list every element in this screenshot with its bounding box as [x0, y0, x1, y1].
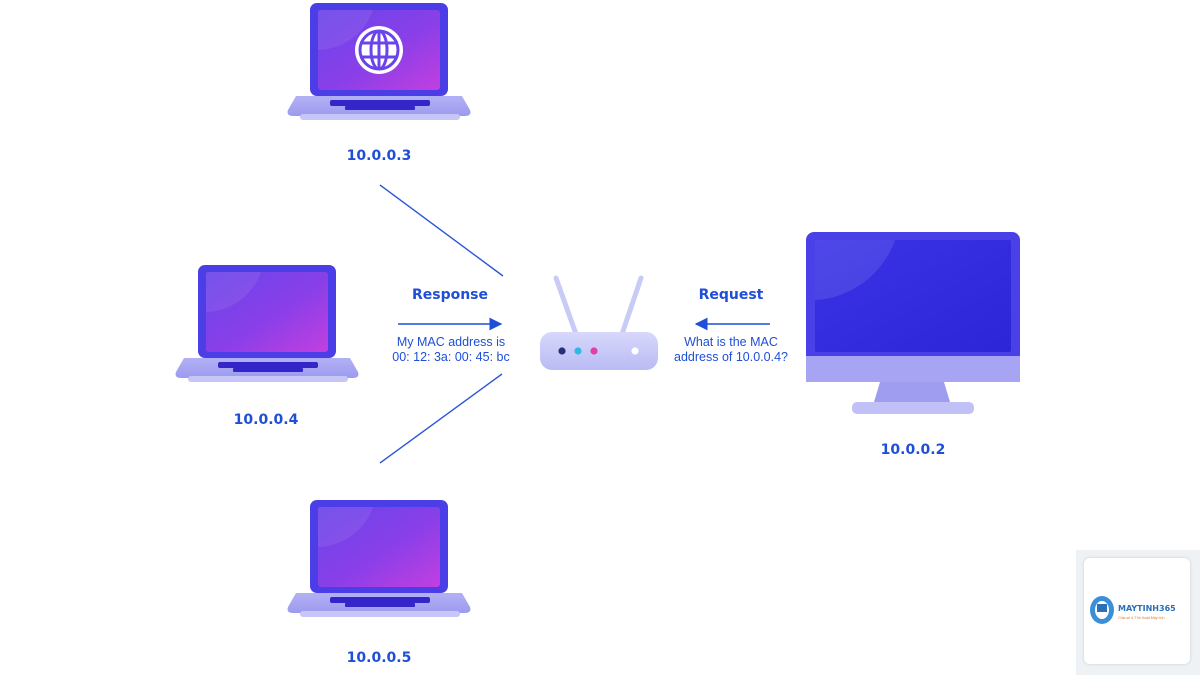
- response-line-1: My MAC address is: [397, 335, 505, 349]
- router-led-pink: [590, 347, 598, 355]
- laptop-bottom: [287, 500, 471, 617]
- watermark-logo: MAYTINH365 Chia sẻ & Thủ thuật Máy tính: [1076, 550, 1200, 675]
- maytinh365-logo: MAYTINH365 Chia sẻ & Thủ thuật Máy tính: [1090, 596, 1176, 624]
- laptop-top: [287, 3, 471, 120]
- router-led-navy: [558, 347, 566, 355]
- link-bottom-laptop: [379, 373, 503, 464]
- ip-label-left: 10.0.0.4: [234, 412, 299, 428]
- request-line-2: address of 10.0.0.4?: [674, 350, 788, 364]
- ip-label-bottom: 10.0.0.5: [347, 650, 412, 666]
- request-heading: Request: [699, 287, 764, 303]
- globe-icon: [355, 26, 403, 74]
- ip-label-desktop: 10.0.0.2: [881, 442, 946, 458]
- router-icon: [540, 275, 658, 370]
- request-line-1: What is the MAC: [684, 335, 778, 349]
- desktop-monitor: [806, 232, 1020, 414]
- ip-label-top: 10.0.0.3: [347, 148, 412, 164]
- laptop-left: [175, 265, 359, 382]
- watermark-tagline: Chia sẻ & Thủ thuật Máy tính: [1118, 616, 1164, 620]
- router-led-white: [631, 347, 639, 355]
- response-line-2: 00: 12: 3a: 00: 45: bc: [392, 350, 509, 364]
- response-heading: Response: [412, 287, 488, 303]
- link-top-laptop: [379, 184, 504, 277]
- router-led-cyan: [574, 347, 582, 355]
- watermark-brand: MAYTINH365: [1118, 604, 1176, 613]
- watermark-card: MAYTINH365 Chia sẻ & Thủ thuật Máy tính: [1084, 558, 1190, 664]
